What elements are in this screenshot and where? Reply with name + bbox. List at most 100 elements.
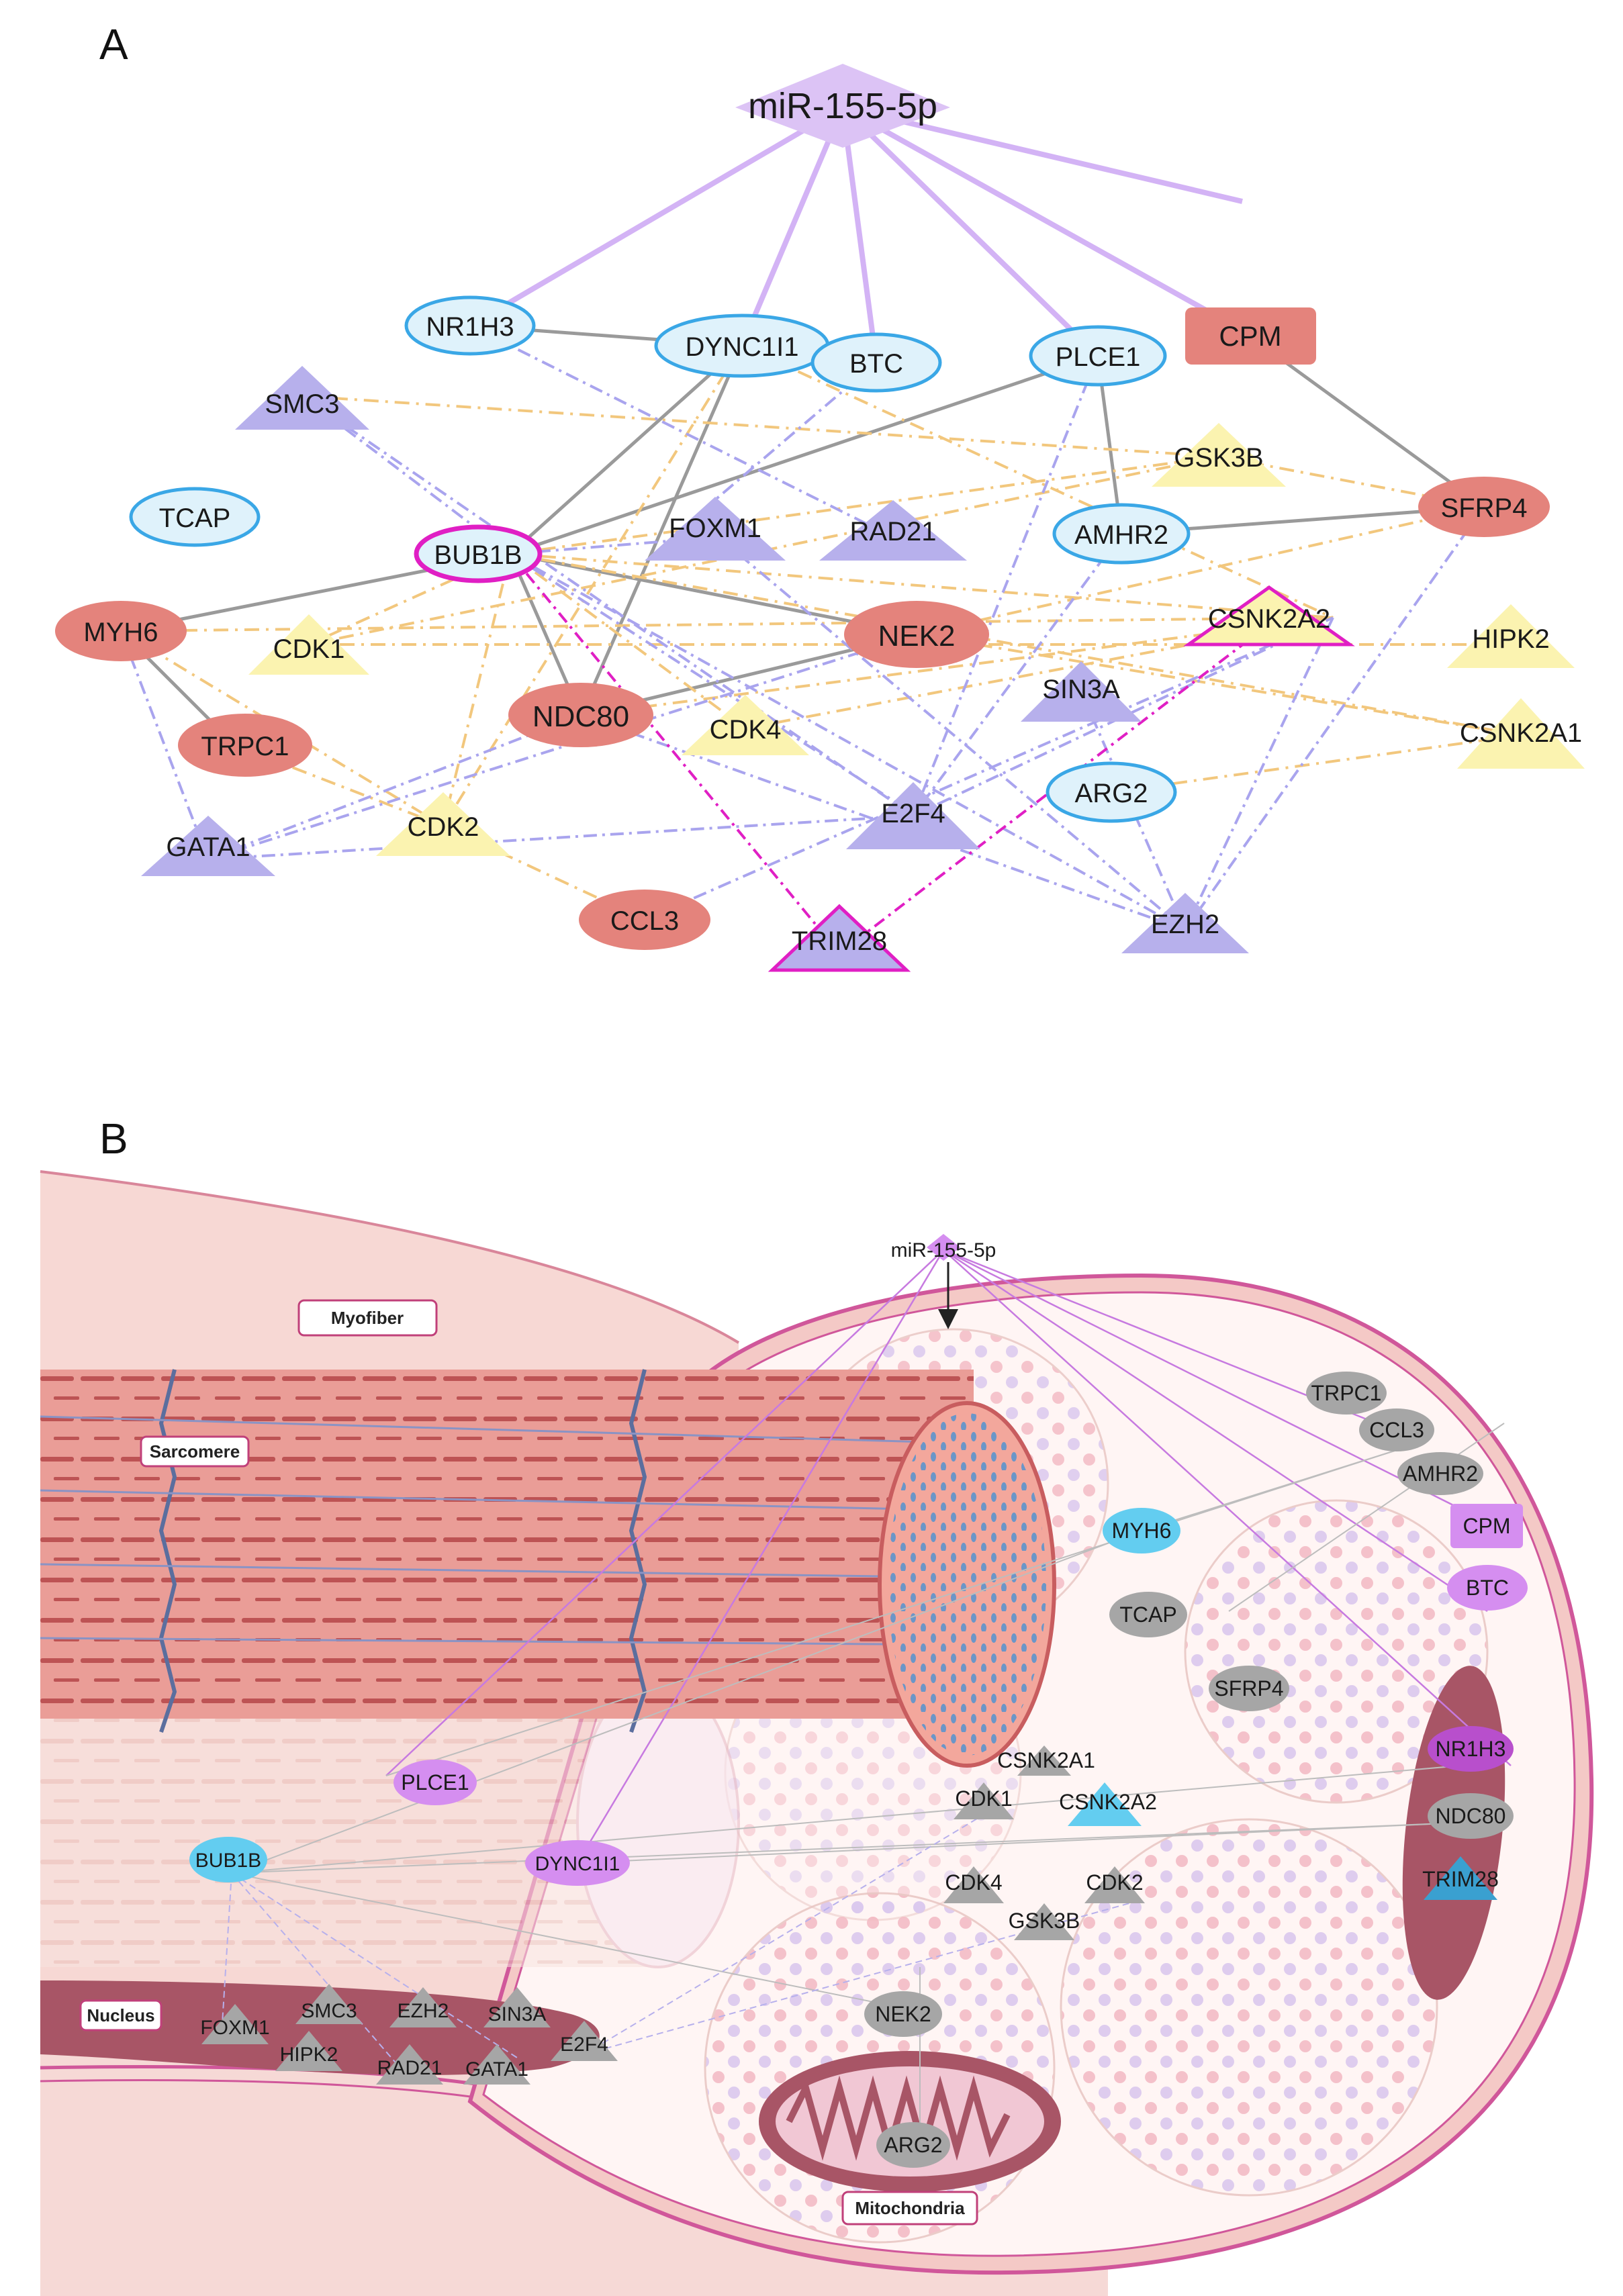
node-AMHR2[interactable]: AMHR2 [1052, 503, 1191, 565]
b-node-FOXM1[interactable]: FOXM1 [200, 2004, 270, 2044]
b-node-SIN3A[interactable]: SIN3A [483, 1987, 551, 2027]
b-node-NEK2[interactable]: NEK2 [864, 1991, 942, 2037]
svg-text:Mitochondria: Mitochondria [855, 2198, 965, 2218]
node-ARG2[interactable]: ARG2 [1046, 761, 1177, 823]
b-node-TRIM28[interactable]: TRIM28 [1422, 1856, 1499, 1900]
mirna-hub-node[interactable]: miR-155-5p [735, 64, 950, 148]
node-CCL3[interactable]: CCL3 [579, 890, 710, 950]
svg-text:AMHR2: AMHR2 [1403, 1462, 1478, 1486]
svg-text:E2F4: E2F4 [881, 799, 945, 828]
svg-text:CDK2: CDK2 [1086, 1870, 1143, 1895]
b-node-ARG2[interactable]: ARG2 [876, 2122, 950, 2168]
b-node-NDC80[interactable]: NDC80 [1428, 1793, 1514, 1839]
svg-text:MYH6: MYH6 [1112, 1519, 1172, 1543]
node-NDC80[interactable]: NDC80 [508, 683, 653, 747]
node-HIPK2[interactable]: HIPK2 [1447, 604, 1575, 668]
svg-text:Nucleus: Nucleus [87, 2005, 154, 2025]
svg-text:CSNK2A1: CSNK2A1 [997, 1748, 1095, 1772]
nucleus-label-box: Nucleus [79, 1999, 163, 2031]
svg-text:CSNK2A1: CSNK2A1 [1460, 718, 1582, 748]
b-node-MYH6[interactable]: MYH6 [1103, 1508, 1180, 1553]
b-node-GATA1[interactable]: GATA1 [463, 2044, 530, 2085]
b-node-SFRP4[interactable]: SFRP4 [1209, 1666, 1289, 1711]
svg-text:SMC3: SMC3 [265, 389, 339, 419]
node-TRPC1[interactable]: TRPC1 [178, 714, 312, 777]
b-node-BTC[interactable]: BTC [1447, 1565, 1528, 1611]
node-FOXM1[interactable]: FOXM1 [645, 497, 786, 561]
svg-text:NDC80: NDC80 [532, 700, 629, 733]
node-DYNC1I1[interactable]: DYNC1I1 [654, 314, 830, 378]
b-node-HIPK2[interactable]: HIPK2 [275, 2031, 342, 2071]
node-TCAP[interactable]: TCAP [129, 487, 261, 547]
node-EZH2[interactable]: EZH2 [1121, 893, 1249, 953]
node-SMC3[interactable]: SMC3 [235, 366, 369, 430]
panel-b-hub-label: miR-155-5p [891, 1239, 996, 1261]
svg-text:SFRP4: SFRP4 [1441, 493, 1528, 523]
svg-text:NDC80: NDC80 [1436, 1804, 1506, 1828]
node-CSNK2A1[interactable]: CSNK2A1 [1457, 698, 1585, 769]
node-CDK1[interactable]: CDK1 [248, 614, 369, 675]
svg-text:FOXM1: FOXM1 [669, 514, 761, 543]
node-CSNK2A2[interactable]: CSNK2A2 [1183, 585, 1355, 647]
svg-text:NR1H3: NR1H3 [426, 312, 514, 342]
b-node-CDK1[interactable]: CDK1 [954, 1782, 1014, 1819]
b-node-DYNC1I1[interactable]: DYNC1I1 [525, 1840, 630, 1886]
b-node-GSK3B[interactable]: GSK3B [1009, 1903, 1080, 1940]
node-BTC[interactable]: BTC [810, 332, 942, 393]
node-CPM[interactable]: CPM [1185, 307, 1316, 365]
svg-text:TCAP: TCAP [1119, 1603, 1176, 1627]
svg-text:Sarcomere: Sarcomere [150, 1441, 240, 1462]
svg-text:CSNK2A2: CSNK2A2 [1059, 1790, 1157, 1814]
svg-text:CCL3: CCL3 [610, 906, 679, 936]
svg-text:CSNK2A2: CSNK2A2 [1208, 604, 1330, 634]
b-node-TRPC1[interactable]: TRPC1 [1306, 1372, 1387, 1415]
node-GATA1[interactable]: GATA1 [141, 816, 275, 876]
b-node-SMC3[interactable]: SMC3 [295, 1984, 363, 2024]
myofibril-section [1060, 1818, 1438, 2197]
panel-b-mirna-hub[interactable]: miR-155-5p [891, 1234, 996, 1329]
b-node-CSNK2A1[interactable]: CSNK2A1 [997, 1745, 1095, 1776]
nucleus [40, 1980, 600, 2075]
svg-text:AMHR2: AMHR2 [1074, 520, 1168, 550]
b-node-E2F4[interactable]: E2F4 [551, 2021, 618, 2061]
svg-text:CDK1: CDK1 [955, 1786, 1012, 1811]
b-node-NR1H3[interactable]: NR1H3 [1428, 1726, 1514, 1772]
node-RAD21[interactable]: RAD21 [819, 500, 967, 561]
svg-text:MYH6: MYH6 [83, 618, 158, 647]
b-node-TCAP[interactable]: TCAP [1109, 1592, 1187, 1637]
svg-text:CCL3: CCL3 [1369, 1418, 1424, 1442]
node-CDK2[interactable]: CDK2 [376, 792, 510, 856]
b-node-RAD21[interactable]: RAD21 [376, 2044, 443, 2085]
svg-text:RAD21: RAD21 [377, 2057, 443, 2079]
svg-text:CDK4: CDK4 [945, 1870, 1002, 1895]
sarcomere-label-box: Sarcomere [140, 1435, 250, 1468]
mitochondria-label-box: Mitochondria [841, 2191, 978, 2226]
node-TRIM28[interactable]: TRIM28 [768, 904, 911, 972]
node-BUB1B[interactable]: BUB1B [414, 524, 543, 583]
node-CDK4[interactable]: CDK4 [682, 695, 809, 755]
b-node-CSNK2A2[interactable]: CSNK2A2 [1059, 1782, 1157, 1826]
node-PLCE1[interactable]: PLCE1 [1029, 325, 1167, 387]
highlight-edges [509, 553, 1270, 955]
node-MYH6[interactable]: MYH6 [55, 601, 187, 661]
node-SFRP4[interactable]: SFRP4 [1418, 477, 1550, 537]
node-NEK2[interactable]: NEK2 [844, 601, 989, 668]
b-node-CDK2[interactable]: CDK2 [1084, 1866, 1145, 1903]
svg-text:NEK2: NEK2 [878, 620, 956, 653]
svg-text:EZH2: EZH2 [398, 2000, 449, 2022]
b-node-CDK4[interactable]: CDK4 [943, 1866, 1004, 1903]
node-GSK3B[interactable]: GSK3B [1152, 423, 1286, 487]
node-NR1H3[interactable]: NR1H3 [404, 295, 536, 356]
b-node-AMHR2[interactable]: AMHR2 [1397, 1452, 1483, 1495]
b-node-CPM[interactable]: CPM [1450, 1504, 1523, 1548]
node-SIN3A[interactable]: SIN3A [1021, 661, 1142, 722]
b-node-EZH2[interactable]: EZH2 [389, 1987, 457, 2027]
b-node-BUB1B[interactable]: BUB1B [189, 1837, 267, 1882]
panel-b-regulatory-edges [221, 1812, 1142, 2072]
node-E2F4[interactable]: E2F4 [846, 782, 980, 849]
mirna-hub-label: miR-155-5p [748, 86, 937, 126]
svg-text:PLCE1: PLCE1 [401, 1770, 469, 1795]
b-node-PLCE1[interactable]: PLCE1 [393, 1760, 477, 1805]
svg-text:BTC: BTC [849, 349, 903, 379]
b-node-CCL3[interactable]: CCL3 [1359, 1408, 1434, 1451]
